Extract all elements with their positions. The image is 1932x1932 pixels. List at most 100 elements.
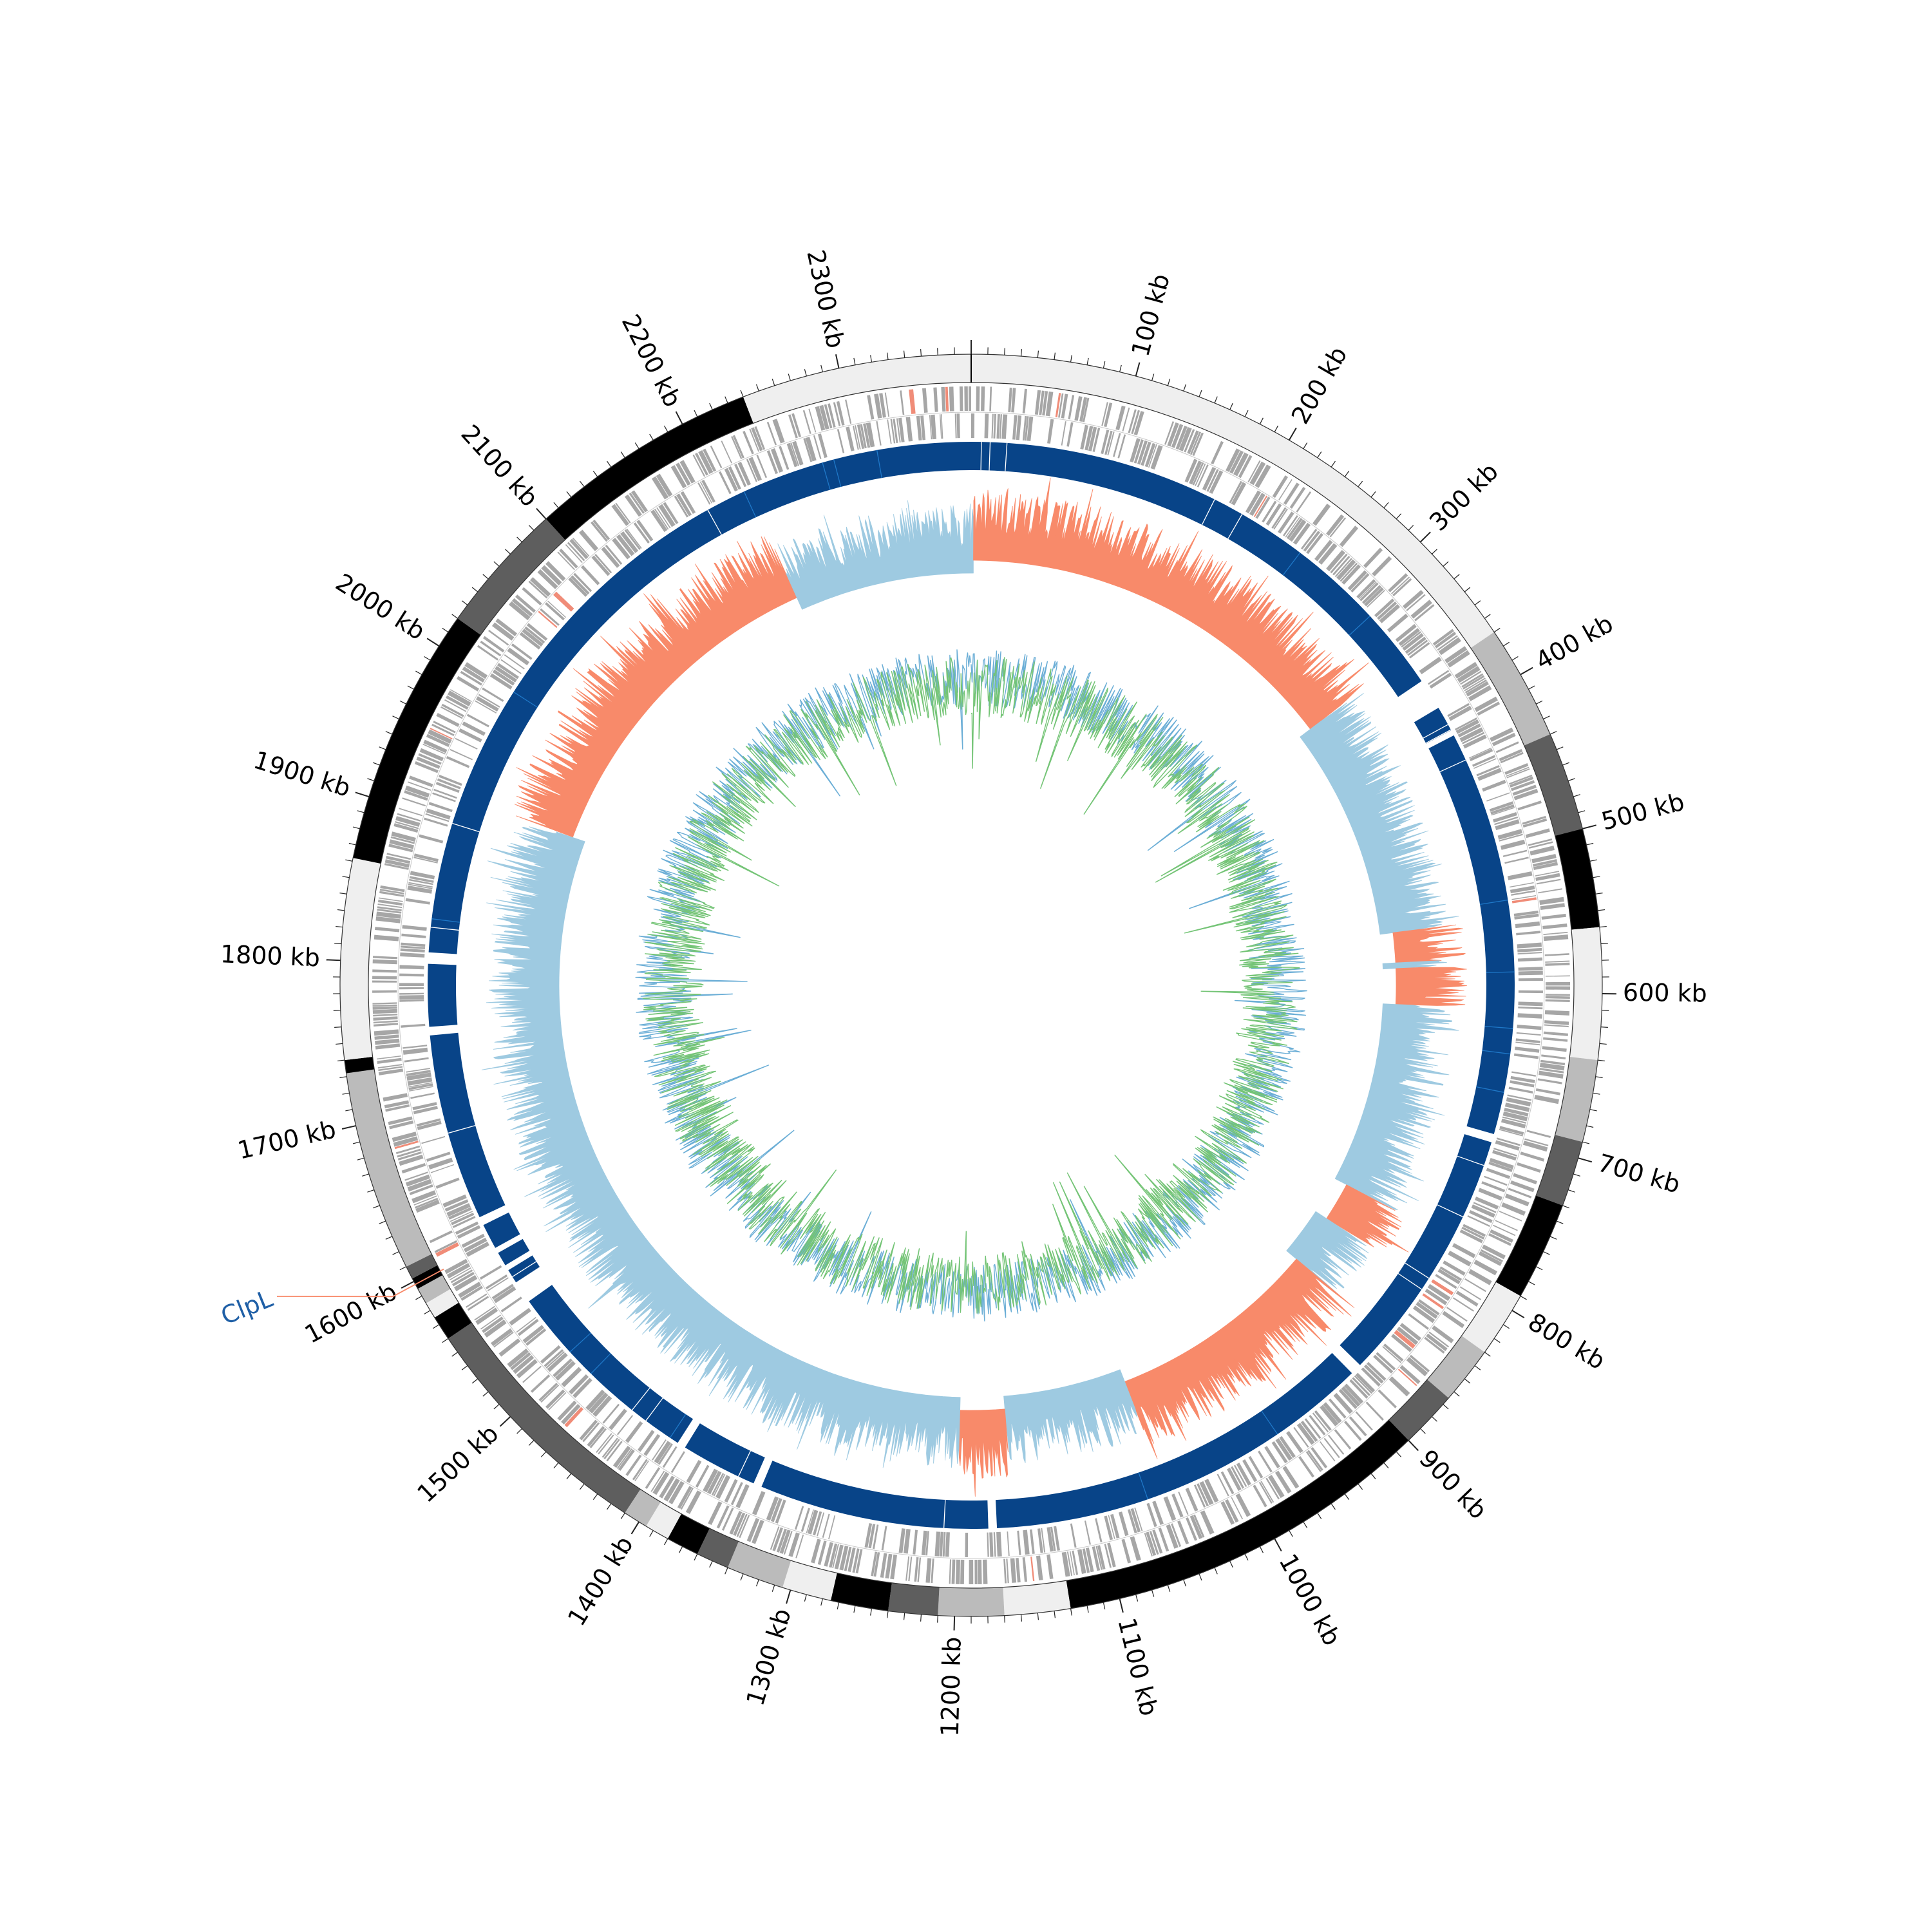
- gene-feature: [929, 415, 933, 440]
- blast-streak: [645, 1397, 663, 1421]
- gene-feature: [449, 1267, 471, 1281]
- gene-feature: [572, 537, 590, 557]
- gene-feature: [426, 734, 450, 747]
- gene-feature: [791, 413, 802, 438]
- minor-tick: [1432, 1416, 1437, 1422]
- gene-feature: [480, 1314, 502, 1330]
- minor-tick: [1420, 1428, 1426, 1434]
- contig-block: [406, 1254, 438, 1279]
- gene-feature: [1543, 931, 1568, 935]
- gene-feature: [1442, 1311, 1465, 1329]
- gene-feature: [650, 1470, 665, 1492]
- gene-feature: [1146, 1531, 1157, 1556]
- gene-feature: [1401, 631, 1421, 648]
- gene-feature: [462, 666, 485, 683]
- gene-feature: [1080, 424, 1088, 450]
- gene-feature: [1471, 1204, 1495, 1218]
- gene-feature: [1511, 895, 1537, 900]
- contig-block: [1569, 927, 1602, 1061]
- blast-streak: [1482, 1050, 1511, 1055]
- gene-feature: [380, 885, 405, 893]
- tick-label: 900 kb: [1414, 1444, 1492, 1525]
- gene-feature: [703, 1468, 718, 1493]
- gene-feature: [1539, 1070, 1564, 1079]
- gene-feature: [1010, 1558, 1017, 1583]
- minor-tick: [1344, 470, 1350, 477]
- gene-feature: [724, 1479, 738, 1503]
- gene-feature: [1084, 1520, 1091, 1545]
- tick-label: 400 kb: [1531, 609, 1618, 676]
- tick-label: 200 kb: [1286, 342, 1353, 429]
- gene-feature: [658, 1443, 673, 1465]
- gene-feature: [477, 645, 498, 661]
- gene-feature: [1414, 604, 1435, 621]
- blast-streak: [1423, 724, 1448, 739]
- gene-feature: [1517, 947, 1542, 952]
- gene-feature: [475, 696, 499, 712]
- gene-feature: [1309, 1414, 1326, 1435]
- gene-feature: [1511, 780, 1535, 791]
- gene-feature: [416, 1118, 441, 1127]
- gene-feature: [1396, 1327, 1419, 1345]
- gene-feature: [1042, 391, 1048, 416]
- gene-feature: [949, 1559, 952, 1584]
- gene-feature: [746, 459, 757, 482]
- minor-tick: [804, 369, 807, 377]
- minor-tick: [1020, 1614, 1022, 1622]
- minor-tick: [1503, 1324, 1510, 1329]
- gene-feature: [388, 1116, 413, 1126]
- gene-feature: [1459, 1286, 1482, 1301]
- gene-feature: [1495, 1140, 1520, 1151]
- gene-feature: [426, 1151, 451, 1162]
- gene-feature: [1137, 440, 1148, 465]
- gene-feature: [1486, 1168, 1511, 1179]
- gene-feature: [1253, 1484, 1267, 1508]
- gene-feature: [890, 1554, 898, 1580]
- gene-feature: [463, 1237, 488, 1253]
- gc-content-line: [642, 657, 1300, 1314]
- gene-feature: [378, 899, 403, 906]
- gene-feature: [881, 1526, 887, 1551]
- gene-feature: [1312, 504, 1331, 526]
- gene-feature: [373, 1020, 398, 1024]
- gene-feature: [1068, 395, 1075, 420]
- gene-feature: [451, 1271, 475, 1287]
- minor-tick: [1573, 1173, 1580, 1177]
- gene-feature: [817, 1512, 825, 1537]
- gene-feature: [1053, 1526, 1060, 1551]
- gene-feature: [413, 857, 438, 864]
- blast-streak: [431, 918, 460, 923]
- gene-feature: [1326, 514, 1345, 536]
- minor-tick: [663, 1538, 668, 1546]
- gene-feature: [406, 1068, 430, 1073]
- minor-tick: [1289, 1530, 1293, 1537]
- minor-tick: [694, 410, 698, 417]
- gene-feature: [402, 1045, 428, 1049]
- gene-feature: [1258, 1481, 1273, 1504]
- gene-feature: [625, 1454, 642, 1476]
- contig-block: [830, 1573, 892, 1611]
- gene-feature: [384, 859, 410, 868]
- minor-tick: [755, 1579, 759, 1587]
- gene-feature: [1429, 672, 1452, 689]
- gene-feature: [425, 813, 450, 822]
- contig-block: [1524, 734, 1583, 836]
- gene-feature: [450, 749, 473, 761]
- minor-tick: [379, 1220, 386, 1224]
- minor-tick: [1600, 1027, 1608, 1028]
- gene-feature: [441, 703, 464, 717]
- gene-feature: [1455, 719, 1479, 734]
- gene-feature: [1186, 1517, 1198, 1541]
- minor-tick: [772, 379, 775, 386]
- gc-skew-positive-region: [1124, 1258, 1355, 1459]
- gene-feature: [1406, 594, 1426, 611]
- gene-feature: [676, 462, 691, 486]
- minor-tick: [1454, 1391, 1460, 1397]
- gene-feature: [739, 1515, 750, 1539]
- gene-feature: [1082, 1548, 1090, 1573]
- gene-feature: [1490, 804, 1515, 815]
- gene-feature: [1077, 1549, 1086, 1574]
- gene-feature: [1117, 434, 1126, 459]
- gene-feature: [432, 792, 456, 802]
- gene-feature: [435, 782, 460, 793]
